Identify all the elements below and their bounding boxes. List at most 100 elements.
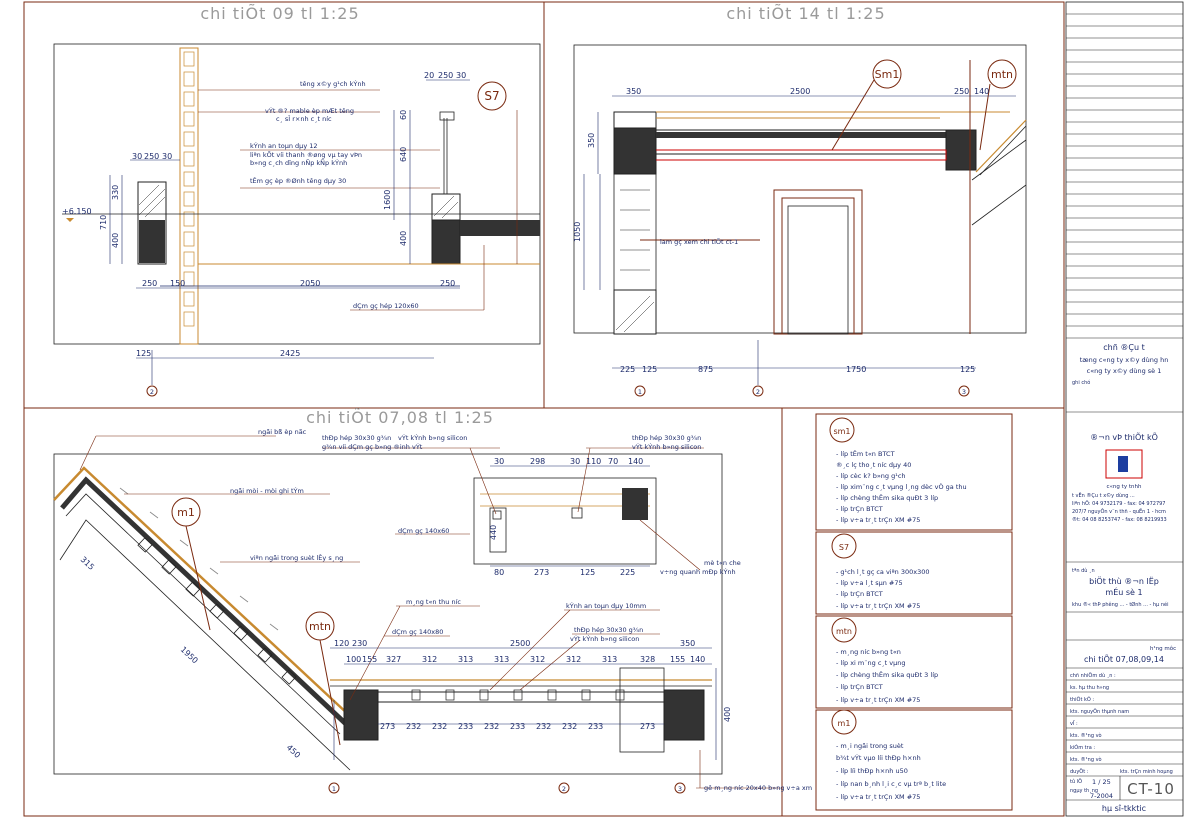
d0708-ds-15: 155: [670, 655, 685, 664]
tb-owner-sub: ghi chó: [1072, 379, 1090, 386]
legend-tag-3: mtn: [836, 627, 852, 636]
d0708-note-10: m¸ng t«n thu n­íc: [406, 598, 461, 606]
legend-3-item-2: - líp xi m¨ng c¸t vµng: [836, 659, 906, 667]
d0708-dr-1: 273: [380, 722, 395, 731]
logo-mark: [1118, 456, 1128, 472]
legend-4-item-5: - líp v÷a tr¸t trÇn XM #75: [836, 793, 920, 801]
d0708-ds-1: 120: [334, 639, 349, 648]
detail-14-title: chi tiÕt 14 tl 1:25: [726, 4, 885, 23]
d0708-axis-3: 3: [678, 785, 682, 793]
d09-note-3: c¸ sÎ r×nh c¸t n­íc: [276, 114, 332, 123]
d09-note-7: tÊm gç èp ®Ønh t­êng dµy 30: [250, 176, 346, 185]
tb-name-4: kts. ®¹ng vò: [1070, 756, 1102, 763]
legend-3-item-5: - líp v÷a tr¸t trÇn XM #75: [836, 696, 920, 704]
tb-role-5: duyÖt :: [1070, 768, 1089, 775]
d09-dim-1: 30: [132, 152, 142, 161]
d0708-db-1: 80: [494, 568, 504, 577]
d0708-axis-1: 1: [332, 785, 336, 793]
d0708-note-14: vÝt kÝnh b»ng silicon: [570, 634, 639, 643]
d14-dim-2: 2500: [790, 87, 810, 96]
legend-2-item-2: - líp v÷a l¸t sµn #75: [836, 579, 903, 587]
title-block: chñ ®Çu t­ tæng c«ng ty x©y dùng hn c«ng…: [1065, 1, 1184, 817]
d0708-dt-4: 110: [586, 457, 601, 466]
d09-dim-19: 2425: [280, 349, 300, 358]
d0708-note-3: vÝt kÝnh b»ng silicon: [398, 433, 467, 442]
d09-dim-2: 250: [144, 152, 159, 161]
tb-project-1: biÖt thù ®¬n lËp: [1089, 576, 1159, 586]
legend-4-item-3: - líp l­íi thÐp h×nh u50: [836, 767, 908, 775]
d0708-dr-6: 233: [510, 722, 525, 731]
tb-scale-label: tû lÖ: [1070, 778, 1082, 785]
d14-axis-3: 3: [962, 388, 966, 396]
d0708-note-1: ngãi bß èp nãc: [258, 428, 307, 436]
legend-1-item-3: - líp cèc k? b»ng g¹ch: [836, 472, 906, 480]
legend-4-item-4: - líp nan b¸nh l¸i c¸c vµ trª b¸t lite: [836, 780, 946, 788]
d09-dim-18: 125: [136, 349, 151, 358]
d0708-dt-1: 30: [494, 457, 504, 466]
legend-2-item-4: - líp v÷a tr¸t trÇn XM #75: [836, 602, 920, 610]
d0708-dt-3: 30: [570, 457, 580, 466]
d0708-tag-2: mtn: [309, 620, 331, 633]
d0708-ds-12: 312: [566, 655, 581, 664]
d0708-ds-9: 313: [458, 655, 473, 664]
d14-dim-5: 350: [587, 133, 596, 148]
d09-dim-13: 30: [456, 71, 466, 80]
legend-panel: sm1 - líp tÊm t«n BTCT ®¸c lç tho¸t n­íc…: [815, 413, 1013, 811]
legend-3-item-3: - líp chèng thÊm sika quÐt 3 líp: [836, 670, 938, 679]
d0708-ds-4: 350: [680, 639, 695, 648]
company-logo-icon: [1105, 449, 1143, 479]
roof-slope: [53, 466, 351, 771]
d14-tag-1: Sm1: [875, 68, 900, 81]
d09-dim-16: 2050: [300, 279, 320, 288]
legend-2-item-3: - líp trÇn BTCT: [836, 590, 883, 598]
d0708-note-9: dÇm gç 140x60: [398, 527, 449, 535]
legend-4-item-2: b¾t vÝt vµo l­íi thÐp h×nh: [836, 753, 921, 762]
d0708-dsl-4: 400: [723, 707, 732, 722]
d0708-note-16: v÷ng quanh mÐp kÝnh: [660, 567, 736, 576]
detail-0708-title: chi tiÕt 07,08 tl 1:25: [306, 408, 494, 427]
d0708-dt-2: 298: [530, 457, 545, 466]
glass-block-wall: [179, 47, 199, 345]
tb-owner-2: c«ng ty x©y dùng sè 1: [1087, 367, 1162, 375]
tb-drawing-name: chi tiÕt 07,08,09,14: [1084, 653, 1164, 664]
d09-dim-4: 330: [111, 185, 120, 200]
d0708-ds-3: 2500: [510, 639, 530, 648]
legend-1-item-5: - líp chèng thÊm sika quÐt 3 líp: [836, 493, 938, 502]
d0708-note-8: vÝt kÝnh b»ng silicon: [632, 442, 701, 451]
d0708-note-15: mè t«n che: [704, 559, 741, 567]
d0708-dr-9: 233: [588, 722, 603, 731]
d09-note-6: b»ng c¸ch dïng nÑp kÑp kÝnh: [250, 158, 347, 167]
d14-axis-2: 2: [756, 388, 760, 396]
tb-project-2: mÉu sè 1: [1105, 586, 1142, 597]
d0708-ds-14: 328: [640, 655, 655, 664]
d09-dim-10: 400: [399, 231, 408, 246]
d0708-note-13: thÐp hép 30x30 g¾n: [574, 626, 643, 634]
detail-09-title: chi tiÕt 09 tl 1:25: [200, 4, 359, 23]
d09-dim-5: 710: [99, 215, 108, 230]
d09-dim-7: 60: [399, 110, 408, 120]
legend-1-item-2: ®¸c lç tho¸t n­íc dµy 40: [836, 461, 911, 469]
d14-axis-1: 1: [638, 388, 642, 396]
d09-tag: S7: [484, 89, 499, 103]
d09-dim-8: 640: [399, 147, 408, 162]
d0708-tag-1: m1: [177, 506, 195, 519]
d0708-dr-4: 233: [458, 722, 473, 731]
legend-1-item-4: - líp xim¨ng c¸t vµng l¸ng dèc vÒ ga thu: [836, 482, 967, 491]
tb-project-label: tªn dù ¸n: [1072, 567, 1095, 574]
tb-name-1: ks. hµ thu h»ng: [1070, 685, 1109, 691]
tb-consultant-1: c«ng ty tnhh: [1107, 484, 1142, 490]
legend-1-item-6: - líp trÇn BTCT: [836, 505, 883, 513]
d14-dim-8: 125: [642, 365, 657, 374]
tb-drawing-label: h¹ng môc: [1150, 645, 1176, 652]
tb-role-1: chñ nhiÖm dù ¸n :: [1070, 672, 1116, 679]
d0708-ds-6: 155: [362, 655, 377, 664]
d0708-ds-16: 140: [690, 655, 705, 664]
tb-owner-1: tæng c«ng ty x©y dùng hn: [1080, 356, 1169, 364]
d0708-dr-3: 232: [432, 722, 447, 731]
d0708-db-3: 125: [580, 568, 595, 577]
d09-note-8: dÇm gç hép 120x60: [353, 302, 419, 310]
legend-2-item-1: - g¹ch l¸t gç ca viªn 300x300: [836, 568, 930, 576]
d0708-ds-10: 313: [494, 655, 509, 664]
d14-note: lam gç xem chi tiÕt ct-1: [660, 237, 738, 246]
